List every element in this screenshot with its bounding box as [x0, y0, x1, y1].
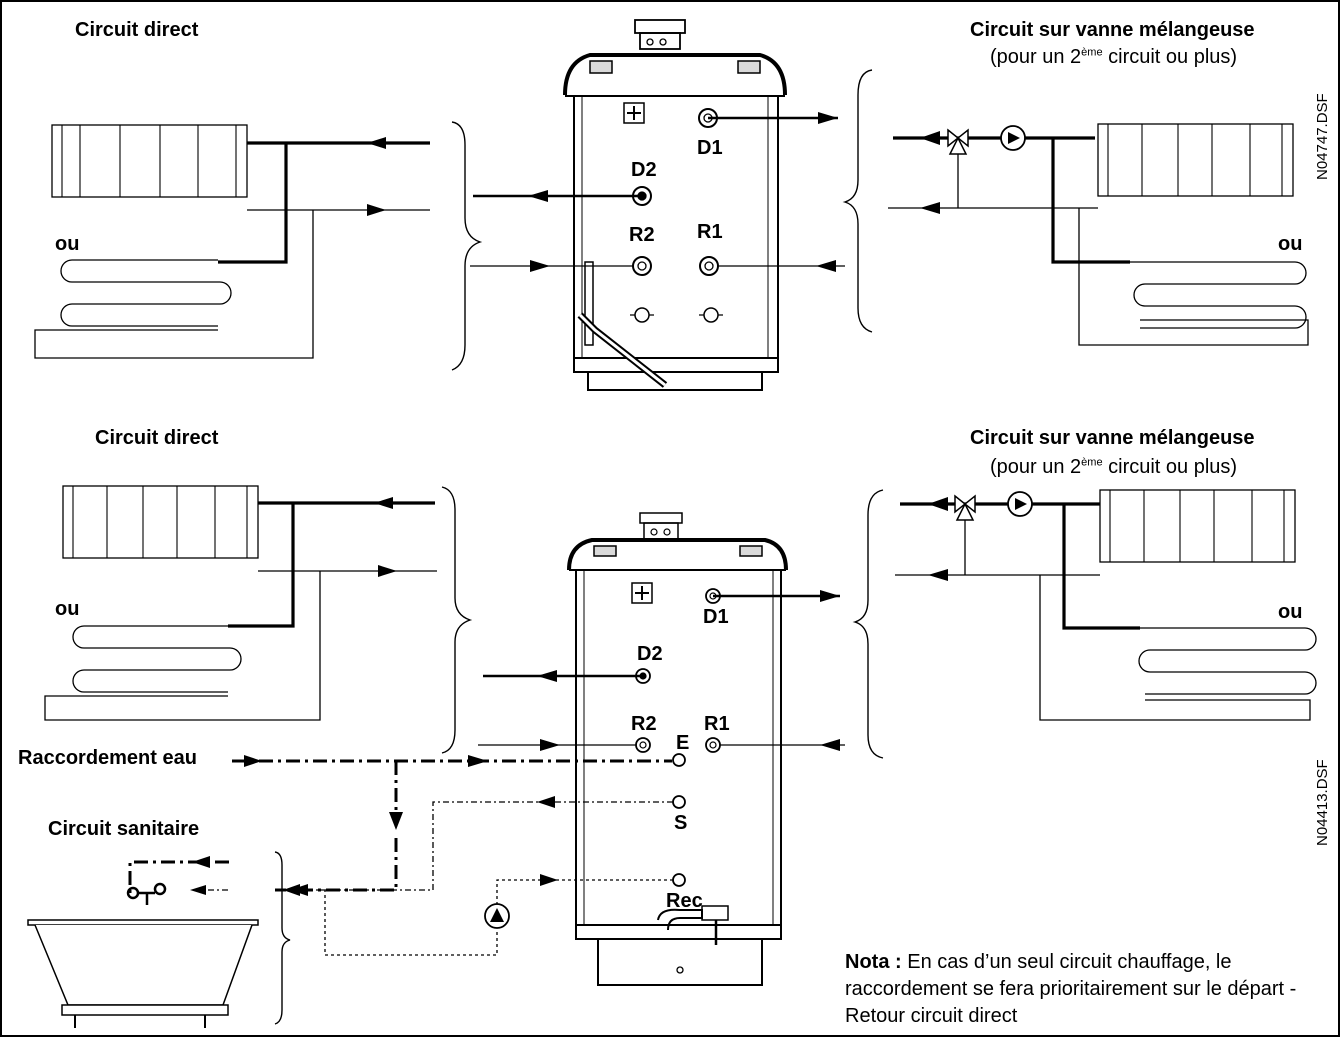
arrow-d1-bottom [820, 590, 840, 602]
arrow-out [378, 565, 397, 577]
subtitle-post: circuit ou plus) [1102, 456, 1238, 478]
pipes-bottom-left [44, 501, 437, 721]
bottom-reference: N04413.DSF [1314, 759, 1331, 846]
label-d2-bottom: D2 [637, 643, 663, 665]
radiator-top-right [1097, 123, 1294, 197]
bottom-right-ou: ou [1278, 601, 1303, 623]
nota-note: Nota : En cas d’un seul circuit chauffag… [845, 949, 1325, 1030]
arrow-r2-top [530, 260, 550, 272]
arrow-rec [540, 874, 558, 886]
pipes-bottom-boiler [478, 594, 845, 746]
arrow-d2-top [528, 190, 548, 202]
arrow-r2-bottom [540, 739, 560, 751]
label-s: S [674, 812, 688, 834]
arrow-hot [537, 796, 555, 808]
top-right-title: Circuit sur vanne mélangeuse [970, 19, 1255, 41]
bottom-left-ou: ou [55, 598, 80, 620]
floor-heating-top-left [60, 259, 232, 327]
arrow-water-down [389, 812, 403, 830]
pipes-top-boiler [470, 116, 845, 267]
arrow-r1-top [816, 260, 836, 272]
mixer-tap [126, 882, 167, 905]
arrow-d1-top [818, 112, 838, 124]
top-left-ou: ou [55, 233, 80, 255]
label-r1-top: R1 [697, 221, 723, 243]
arrow-hot-left [190, 885, 206, 895]
bracket [441, 486, 473, 754]
subtitle-sup: ème [1081, 46, 1103, 59]
mixing-valve-bottom [895, 491, 1317, 721]
top-right-subtitle: (pour un 2ème circuit ou plus) [990, 46, 1237, 69]
nota-text: En cas d’un seul circuit chauffage, le r… [845, 951, 1297, 1027]
label-r1-bottom: R1 [704, 713, 730, 735]
bottom-right-title: Circuit sur vanne mélangeuse [970, 427, 1255, 449]
radiator-bottom-left [62, 485, 259, 559]
recirculation-pump [484, 903, 510, 929]
nota-label: Nota : [845, 951, 902, 973]
label-d1-bottom: D1 [703, 606, 729, 628]
bracket [852, 489, 884, 759]
radiator-bottom-right [1099, 489, 1296, 563]
water-supply-line [128, 759, 672, 895]
label-r2-bottom: R2 [631, 713, 657, 735]
water-connection-label: Raccordement eau [18, 747, 197, 769]
radiator-top-left [51, 124, 248, 198]
arrow-cold-tap [192, 856, 210, 868]
arrow-in [374, 497, 393, 509]
sanitary-title: Circuit sanitaire [48, 818, 200, 840]
arrow-water-in [244, 755, 262, 767]
arrow-in [367, 137, 386, 149]
label-r2-top: R2 [629, 224, 655, 246]
bracket [274, 851, 291, 1025]
arrow-hot-tap [290, 884, 308, 896]
label-rec: Rec [666, 890, 703, 912]
top-reference: N04747.DSF [1314, 93, 1331, 180]
subtitle-post: circuit ou plus) [1102, 46, 1238, 68]
top-right-ou: ou [1278, 233, 1303, 255]
arrow-d2-bottom [537, 670, 557, 682]
bracket [451, 121, 483, 371]
bottom-left-title: Circuit direct [95, 427, 219, 449]
subtitle-sup: ème [1081, 456, 1103, 469]
label-d2-top: D2 [631, 159, 657, 181]
subtitle-pre: (pour un 2 [990, 46, 1082, 68]
arrow-r1-bottom [820, 739, 840, 751]
bottom-right-subtitle: (pour un 2ème circuit ou plus) [990, 456, 1237, 479]
subtitle-pre: (pour un 2 [990, 456, 1082, 478]
arrow-out [367, 204, 386, 216]
top-left-title: Circuit direct [75, 19, 199, 41]
label-e: E [676, 732, 690, 754]
bathtub [27, 919, 259, 1028]
arrow-water [468, 755, 488, 767]
mixing-valve-top [888, 125, 1309, 346]
floor-heating-bottom-left [72, 625, 242, 693]
boiler-top [563, 19, 787, 391]
bracket [842, 69, 873, 333]
pipes-top-left [34, 141, 430, 359]
label-d1-top: D1 [697, 137, 723, 159]
hot-water-line [205, 801, 673, 891]
